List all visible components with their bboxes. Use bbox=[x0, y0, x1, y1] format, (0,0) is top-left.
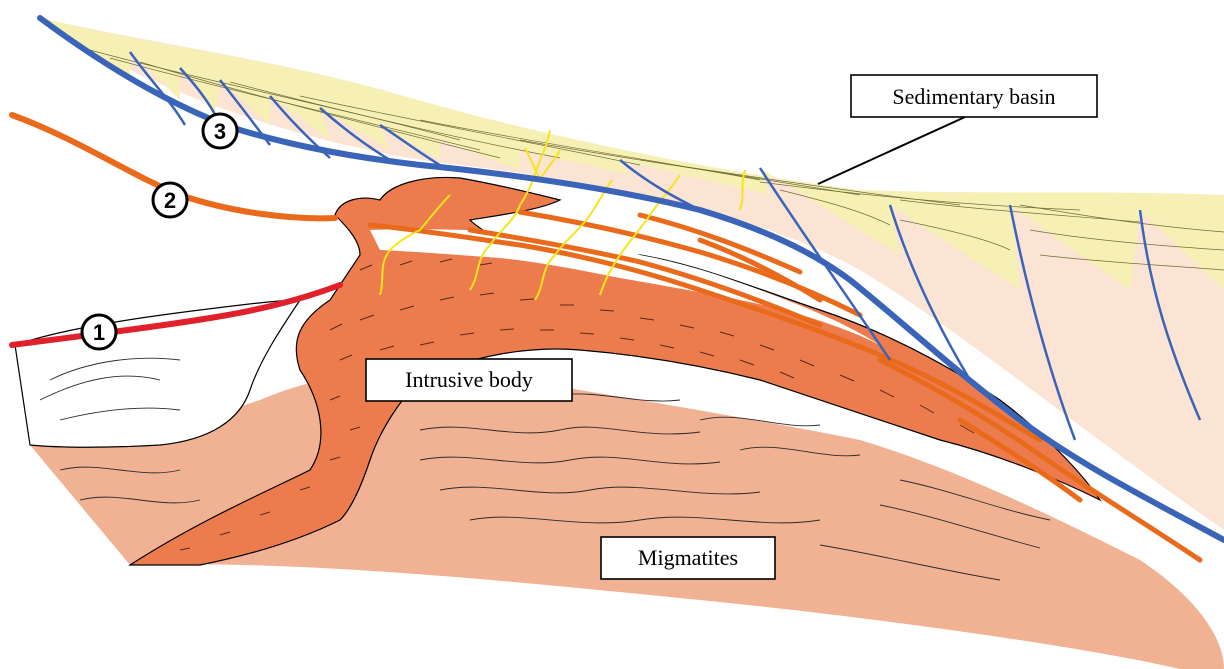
detachment-2-number: 2 bbox=[164, 188, 176, 213]
sedimentary-basin-label: Sedimentary basin bbox=[851, 75, 1097, 117]
detachment-3-number: 3 bbox=[214, 119, 226, 144]
sedimentary-basin-text: Sedimentary basin bbox=[892, 84, 1055, 109]
sedimentary-basin-leader bbox=[818, 117, 965, 184]
detachment-1-number: 1 bbox=[93, 320, 105, 345]
detachment-2-badge: 2 bbox=[153, 183, 187, 217]
migmatites-text: Migmatites bbox=[638, 545, 738, 570]
detachment-1-badge: 1 bbox=[82, 315, 116, 349]
intrusive-body-text: Intrusive body bbox=[405, 367, 533, 392]
intrusive-body-label: Intrusive body bbox=[366, 359, 572, 401]
detachment-3-badge: 3 bbox=[203, 114, 237, 148]
migmatites-label: Migmatites bbox=[601, 537, 775, 579]
